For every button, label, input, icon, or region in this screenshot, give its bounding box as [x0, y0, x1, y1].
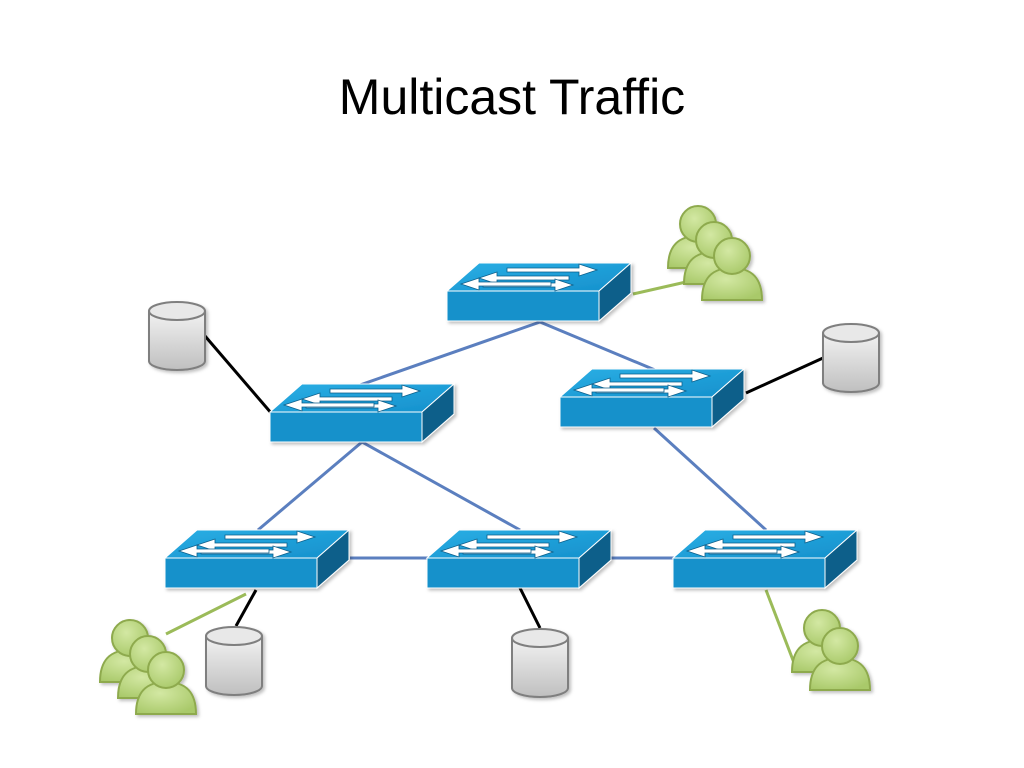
- user-group-top: [667, 205, 763, 301]
- server-bottom-left: [205, 626, 263, 696]
- core-switch: [446, 262, 632, 322]
- link-server-top-right: [745, 356, 824, 395]
- server-bottom-middle: [511, 628, 569, 698]
- link-user-group-bottom-right: [764, 589, 798, 669]
- link-user-group-bottom-left: [165, 592, 247, 636]
- link-core-to-right: [539, 320, 656, 372]
- link-server-top-left: [203, 335, 274, 415]
- link-right-to-access-right: [652, 426, 768, 532]
- link-left-to-access-left: [257, 440, 363, 532]
- user-group-bottom-right: [791, 609, 871, 691]
- user-group-bottom-left: [99, 619, 197, 715]
- access-switch-left: [164, 529, 350, 589]
- server-top-right: [822, 323, 880, 393]
- link-user-group-top: [632, 280, 687, 296]
- link-server-bottom-middle: [518, 587, 542, 629]
- left-distribution-switch: [269, 383, 455, 443]
- server-top-left: [148, 301, 206, 371]
- link-core-to-left: [359, 320, 541, 387]
- access-switch-middle: [426, 529, 612, 589]
- slide-title: Multicast Traffic: [338, 69, 686, 125]
- link-server-bottom-left: [234, 589, 258, 627]
- access-switch-right: [672, 529, 858, 589]
- right-distribution-switch: [559, 368, 745, 428]
- link-left-to-access-middle: [361, 440, 521, 532]
